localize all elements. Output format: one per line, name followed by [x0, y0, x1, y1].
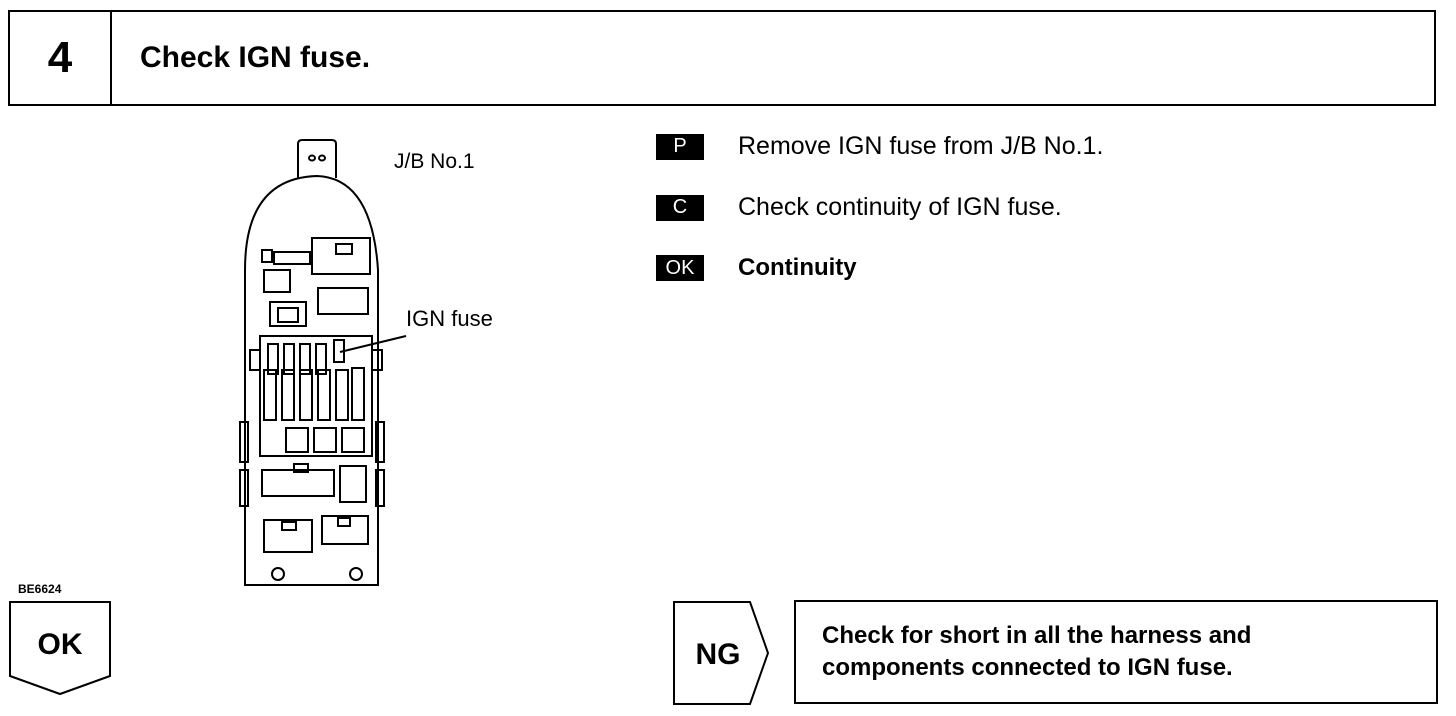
ign-fuse-label: IGN fuse: [406, 306, 493, 331]
badge-ok: OK: [656, 255, 704, 281]
instruction-text: Continuity: [738, 254, 857, 281]
step-title: Check IGN fuse.: [140, 41, 371, 74]
badge-c: C: [656, 194, 704, 221]
badge-p: P: [656, 133, 704, 160]
jb-label: J/B No.1: [394, 150, 475, 173]
ng-label: NG: [696, 638, 741, 671]
ng-action-box: Check for short in all the harness and c…: [794, 600, 1438, 704]
ok-result-arrow: OK: [9, 601, 111, 696]
figure-code: BE6624: [18, 582, 62, 596]
instruction-text: Remove IGN fuse from J/B No.1.: [738, 132, 1104, 160]
ng-action-line1: Check for short in all the harness and: [822, 622, 1252, 649]
instruction-check: C Check continuity of IGN fuse.: [656, 193, 1062, 222]
instruction-remove: P Remove IGN fuse from J/B No.1.: [656, 132, 1103, 161]
ng-action-line2: components connected to IGN fuse.: [822, 654, 1233, 681]
instruction-ok: OK Continuity: [656, 254, 857, 282]
ng-result-arrow: NG: [673, 601, 770, 705]
ok-label: OK: [38, 628, 83, 661]
step-header: 4 Check IGN fuse.: [8, 10, 1436, 106]
step-number: 4: [10, 12, 112, 104]
instruction-text: Check continuity of IGN fuse.: [738, 193, 1062, 221]
junction-block-diagram: J/B No.1 IGN fuse: [239, 139, 493, 586]
